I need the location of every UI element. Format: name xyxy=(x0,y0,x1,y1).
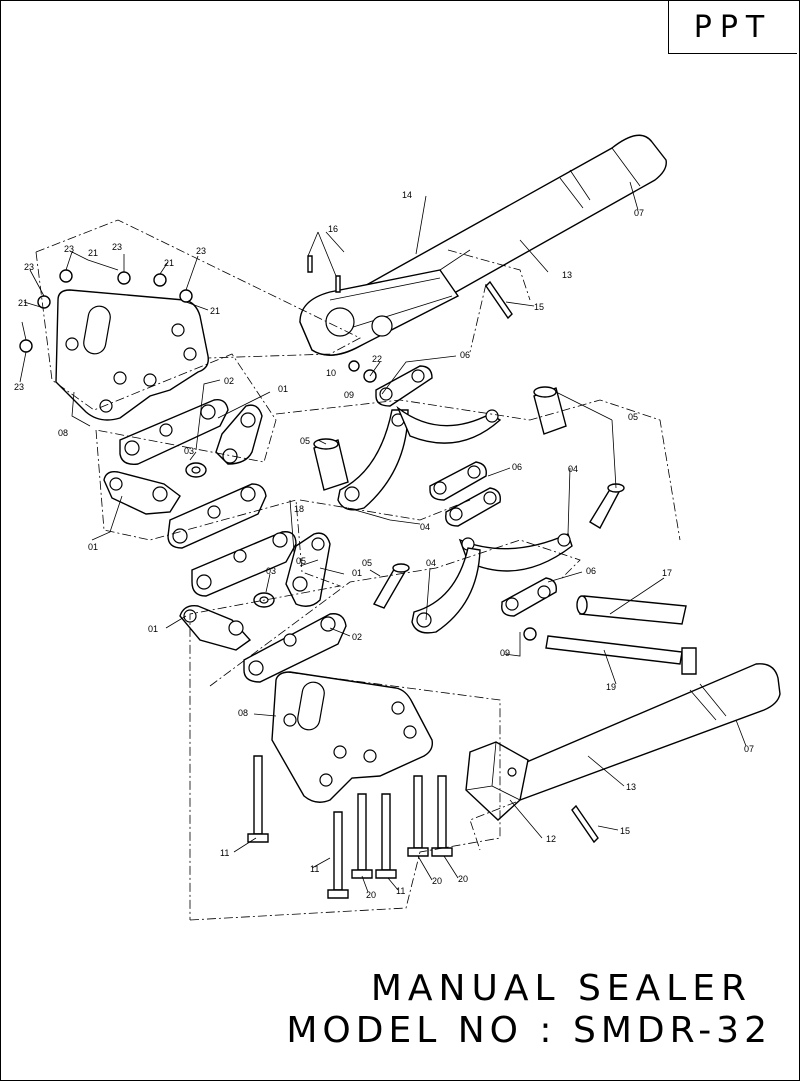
assembly-phantom-lines xyxy=(35,219,681,921)
lower-side-plate xyxy=(271,671,434,803)
callout-label: 23 xyxy=(112,242,122,252)
callout-label: 09 xyxy=(500,648,510,658)
callout-label: 15 xyxy=(620,826,630,836)
callout-label: 01 xyxy=(88,542,98,552)
callout-label: 11 xyxy=(310,864,319,874)
jaws xyxy=(337,405,573,634)
brand-text: PPT xyxy=(693,9,773,45)
callout-label: 01 xyxy=(352,568,362,578)
callout-label: 06 xyxy=(460,350,470,360)
callout-label: 07 xyxy=(744,744,754,754)
callout-label: 01 xyxy=(148,624,158,634)
callout-label: 23 xyxy=(64,244,74,254)
callout-label: 07 xyxy=(634,208,644,218)
callout-label: 04 xyxy=(420,522,430,532)
callout-label: 21 xyxy=(164,258,174,268)
callout-label: 13 xyxy=(626,782,636,792)
callout-label: 05 xyxy=(300,436,310,446)
callout-label: 20 xyxy=(458,874,468,884)
callout-label: 06 xyxy=(512,462,522,472)
link-plates xyxy=(103,399,347,683)
bushings xyxy=(185,462,275,608)
callout-label: 22 xyxy=(372,354,382,364)
bolts-and-fasteners xyxy=(19,255,599,899)
leader-lines xyxy=(19,181,747,893)
callout-label: 23 xyxy=(14,382,24,392)
callout-label: 21 xyxy=(210,306,220,316)
callout-label: 11 xyxy=(220,848,229,858)
callout-label: 03 xyxy=(266,566,276,576)
callout-label: 23 xyxy=(196,246,206,256)
callout-label: 17 xyxy=(662,568,672,578)
callout-label: 05 xyxy=(296,556,306,566)
callout-label: 16 xyxy=(328,224,338,234)
callout-label: 04 xyxy=(568,464,578,474)
callout-label: 11 xyxy=(396,886,405,896)
upper-handle-assembly xyxy=(299,134,667,356)
title-line-model: MODEL NO : SMDR-32 xyxy=(286,1010,772,1051)
callout-label: 20 xyxy=(366,890,376,900)
title-line-product: MANUAL SEALER xyxy=(370,968,752,1009)
callout-label: 14 xyxy=(402,190,412,200)
callout-label: 01 xyxy=(278,384,288,394)
callout-label: 08 xyxy=(58,428,68,438)
lower-handle-assembly xyxy=(465,663,781,821)
callout-label: 23 xyxy=(24,262,34,272)
callout-labels: 07 14 13 16 15 23 21 23 21 23 23 21 21 2… xyxy=(14,190,754,900)
callout-label: 05 xyxy=(628,412,638,422)
short-links xyxy=(375,365,557,617)
callout-label: 19 xyxy=(606,682,616,692)
callout-label: 02 xyxy=(352,632,362,642)
upper-side-plate xyxy=(55,289,209,421)
callout-label: 12 xyxy=(546,834,556,844)
callout-label: 13 xyxy=(562,270,572,280)
callout-label: 15 xyxy=(534,302,544,312)
callout-label: 03 xyxy=(184,446,194,456)
callout-label: 08 xyxy=(238,708,248,718)
callout-label: 10 xyxy=(326,368,336,378)
callout-label: 21 xyxy=(88,248,98,258)
callout-label: 06 xyxy=(586,566,596,576)
pins xyxy=(313,386,697,675)
callout-label: 20 xyxy=(432,876,442,886)
callout-label: 05 xyxy=(362,558,372,568)
callout-label: 18 xyxy=(294,504,304,514)
callout-label: 21 xyxy=(18,298,28,308)
callout-label: 09 xyxy=(344,390,354,400)
callout-label: 02 xyxy=(224,376,234,386)
brand-logo-box: PPT xyxy=(668,1,797,54)
callout-label: 04 xyxy=(426,558,436,568)
